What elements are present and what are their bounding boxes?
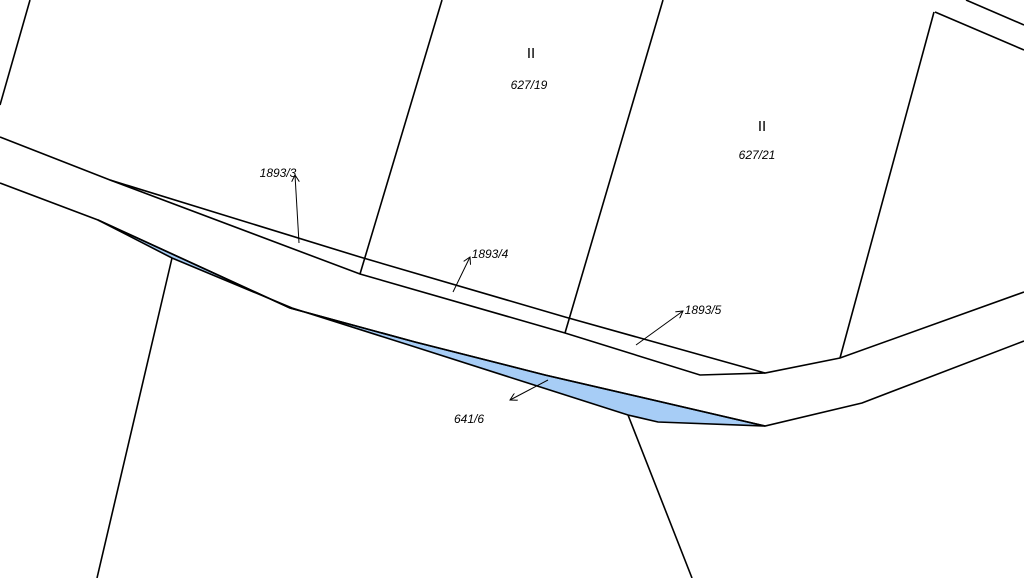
leader-1893-5 xyxy=(635,311,683,346)
divider-left xyxy=(0,0,31,106)
leader-1893-4 xyxy=(452,257,470,293)
divider-below-right xyxy=(627,414,693,578)
leader-641-6 xyxy=(510,379,549,400)
divider-627-19-west xyxy=(359,0,443,275)
class-label-627-21: II xyxy=(758,118,766,135)
parcel-label-1893-4[interactable]: 1893/4 xyxy=(472,247,509,261)
road-lower-edge xyxy=(0,182,1024,427)
parcel-label-1893-3[interactable]: 1893/3 xyxy=(260,166,297,180)
divider-below-left xyxy=(96,257,173,578)
divider-627-19-east xyxy=(564,0,664,334)
highlighted-parcel-area[interactable] xyxy=(97,219,766,427)
parcel-label-641-6[interactable]: 641/6 xyxy=(454,412,484,426)
leader-1893-3 xyxy=(295,175,300,244)
parcel-label-627-19[interactable]: 627/19 xyxy=(511,78,548,92)
parcel-label-627-21[interactable]: 627/21 xyxy=(739,148,776,162)
parcel-label-1893-5[interactable]: 1893/5 xyxy=(685,303,722,317)
divider-627-21-east xyxy=(839,11,935,359)
top-right-boundary-1 xyxy=(934,11,1024,51)
class-label-627-19: II xyxy=(527,45,535,62)
top-right-boundary-2 xyxy=(965,0,1024,26)
